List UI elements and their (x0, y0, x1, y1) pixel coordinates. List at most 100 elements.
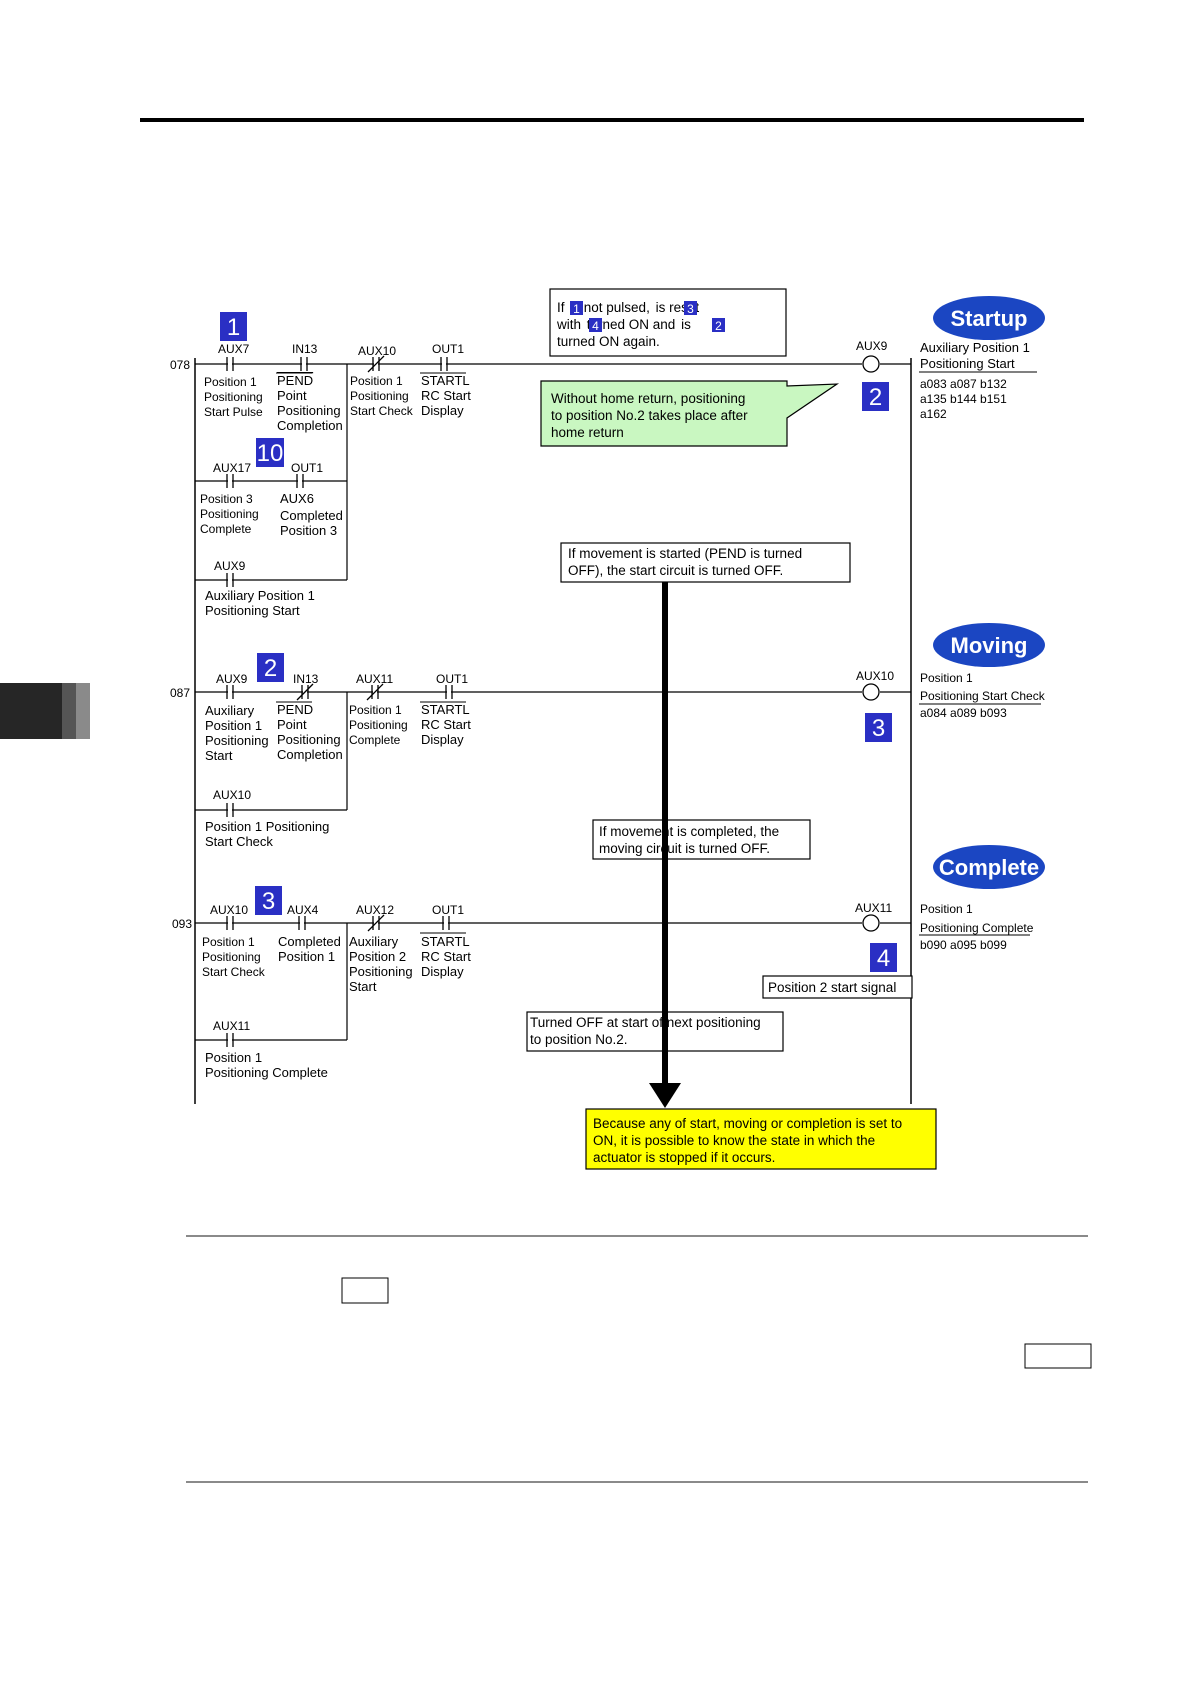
diagram-label: turned ON again. (557, 334, 660, 349)
diagram-label: Without home return, positioning (551, 391, 745, 406)
diagram-line (442, 360, 446, 368)
rung-093: 093 AUX10 Position 1 Positioning Start C… (172, 901, 1034, 1080)
contact-no (226, 573, 234, 587)
diagram-label: Point (277, 717, 307, 732)
mini-badge-3 (684, 301, 697, 315)
state-oval-moving: Moving (933, 623, 1045, 667)
diagram-label: a084 a089 b093 (920, 706, 1007, 720)
diagram-line (257, 653, 284, 682)
diagram-label: Position 1 Positioning (205, 819, 329, 834)
diagram-label: If (557, 300, 568, 315)
no-home-return-callout: Without home return, positioning to posi… (540, 380, 840, 447)
diagram-label: Because any of start, moving or completi… (593, 1116, 902, 1131)
diagram-label: 2 (715, 319, 722, 333)
position2-start-signal-label: Position 2 start signal (762, 975, 913, 999)
diagram-label: Position 1 (278, 949, 335, 964)
diagram-label: RC Start (421, 717, 471, 732)
diagram-label: Positioning (277, 403, 341, 418)
state-oval-complete: Complete (933, 845, 1045, 889)
diagram-label: Position 1 (205, 718, 262, 733)
diagram-label: Position 1 (920, 902, 973, 916)
diagram-label: 3 (262, 888, 275, 915)
diagram-label: Display (421, 403, 464, 418)
diagram-label: If movement is started (PEND is turned (568, 546, 802, 561)
diagram-line (228, 806, 232, 814)
chapter-tab (0, 683, 62, 739)
diagram-label: Positioning (204, 390, 263, 404)
mini-badge-1 (570, 301, 583, 315)
coil-symbol (862, 914, 880, 932)
rung-number: 093 (172, 917, 192, 931)
diagram-line (526, 1011, 784, 1052)
diagram-label: Positioning Start Check (920, 689, 1046, 703)
diagram-label: Position 1 (202, 935, 255, 949)
diagram-label: 2 (264, 655, 277, 682)
diagram-line (228, 688, 232, 696)
diagram-line (592, 819, 811, 860)
contact-tag: OUT1 (291, 461, 323, 475)
diagram-label: PEND (277, 373, 313, 388)
header-rule (140, 118, 1084, 122)
diagram-label: STARTL (421, 702, 470, 717)
step-badge-3: 3 (255, 886, 282, 915)
contact-tag: AUX7 (218, 342, 250, 356)
rung-number: 087 (170, 686, 190, 700)
diagram-label: Positioning (349, 718, 408, 732)
diagram-line (298, 477, 302, 485)
contact-no (226, 1033, 234, 1047)
diagram-label: with turned ON and is (556, 317, 691, 332)
diagram-label: 4 (592, 319, 599, 333)
diagram-label: Position 1 (920, 671, 973, 685)
diagram-label: Positioning (350, 389, 409, 403)
diagram-line (865, 713, 892, 742)
diagram-label: Auxiliary (205, 703, 255, 718)
turned-off-next-note: Turned OFF at start of next positioning … (526, 1011, 784, 1052)
diagram-line (585, 1108, 937, 1170)
diagram-line (228, 360, 232, 368)
rung-number: 078 (170, 358, 190, 372)
diagram-label: Start (205, 748, 233, 763)
diagram-label: turned ON and (587, 317, 679, 332)
diagram-label: 4 (877, 945, 890, 972)
contact-tag: IN13 (292, 342, 318, 356)
diagram-label: Completion (277, 418, 343, 433)
step-badge-1: 1 (220, 312, 247, 341)
diagram-label: Display (421, 964, 464, 979)
diagram-label: actuator is stopped if it occurs. (593, 1150, 775, 1165)
diagram-label: Position 3 (200, 492, 253, 506)
diagram-line (228, 477, 232, 485)
diagram-label: Completion (277, 747, 343, 762)
diagram-label: Positioning Start (205, 603, 300, 618)
rung-087: 087 AUX9 Auxiliary Position 1 Positionin… (170, 669, 1046, 849)
contact-nc (367, 355, 385, 373)
chapter-tab-shade (62, 683, 76, 739)
diagram-line (933, 296, 1045, 340)
diagram-label: Positioning (205, 733, 269, 748)
contact-no (226, 474, 234, 488)
contact-no (440, 357, 448, 371)
diagram-label: Complete (939, 855, 1039, 880)
diagram-label: Completed (280, 508, 343, 523)
mini-badge-2 (712, 318, 725, 332)
diagram-label: b090 a095 b099 (920, 938, 1007, 952)
diagram-line (762, 975, 913, 999)
contact-tag: OUT1 (432, 342, 464, 356)
contact-tag: IN13 (293, 672, 319, 686)
diagram-label: 1 (227, 314, 240, 341)
diagram-label: 2 (869, 384, 882, 411)
diagram-label: 10 (257, 440, 284, 467)
contact-nc (296, 683, 314, 701)
diagram-line (255, 886, 282, 915)
diagram-line (302, 360, 306, 368)
contact-no (226, 803, 234, 817)
contact-tag: AUX10 (358, 344, 396, 358)
diagram-label: 3 (687, 302, 694, 316)
diagram-line (367, 914, 385, 932)
diagram-label: Position 1 (349, 703, 402, 717)
diagram-label: If movement is completed, the (599, 824, 779, 839)
contact-tag: AUX10 (210, 903, 248, 917)
contact-no (226, 685, 234, 699)
diagram-line (870, 943, 897, 972)
diagram-label: Position 1 (205, 1050, 262, 1065)
step-badge-4: 4 (870, 943, 897, 972)
